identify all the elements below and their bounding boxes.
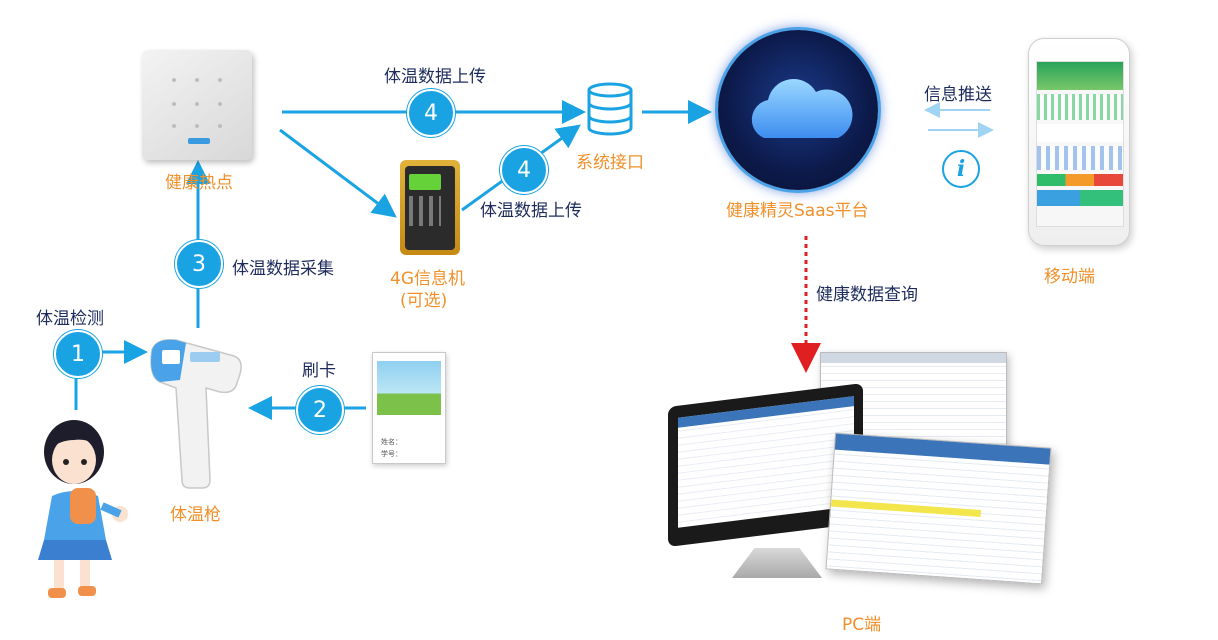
info-icon: i — [942, 150, 980, 188]
query-label: 健康数据查询 — [816, 285, 918, 305]
info-terminal-optional: (可选) — [400, 291, 448, 311]
edge-label-upload-top: 体温数据上传 — [384, 67, 486, 87]
thermometer-label: 体温枪 — [170, 505, 221, 525]
hotspot-device — [142, 50, 252, 160]
push-label: 信息推送 — [924, 85, 992, 105]
step-badge-3: 3 — [175, 240, 223, 288]
hotspot-label: 健康热点 — [165, 173, 233, 193]
step-badge-4-top: 4 — [407, 89, 455, 137]
info-terminal-label: 4G信息机 — [390, 269, 465, 289]
platform-label: 健康精灵Saas平台 — [726, 201, 869, 221]
step-badge-4-mid: 4 — [500, 146, 548, 194]
info-terminal-device — [400, 160, 460, 255]
thermometer-gun-icon — [150, 338, 242, 489]
step-badge-2: 2 — [296, 386, 344, 434]
card-id-label: 学号： — [381, 450, 402, 458]
step-badge-1: 1 — [54, 330, 102, 378]
card-name-label: 姓名： — [381, 438, 402, 446]
mobile-phone — [1028, 38, 1130, 246]
mobile-label: 移动端 — [1044, 267, 1095, 287]
edge-hotspot-4g — [279, 128, 397, 218]
edge-label-swipe: 刷卡 — [302, 361, 336, 381]
pc-label: PC端 — [842, 615, 882, 635]
student-girl-icon — [38, 420, 128, 598]
pc-window-front — [825, 432, 1052, 585]
system-interface-label: 系统接口 — [576, 153, 644, 173]
database-icon — [587, 82, 633, 136]
edge-label-detect: 体温检测 — [36, 309, 104, 329]
edge-label-upload-mid: 体温数据上传 — [480, 201, 582, 221]
cloud-platform-icon — [718, 30, 878, 190]
id-card: 姓名： 学号： — [372, 352, 446, 464]
edge-label-collect: 体温数据采集 — [232, 259, 334, 279]
